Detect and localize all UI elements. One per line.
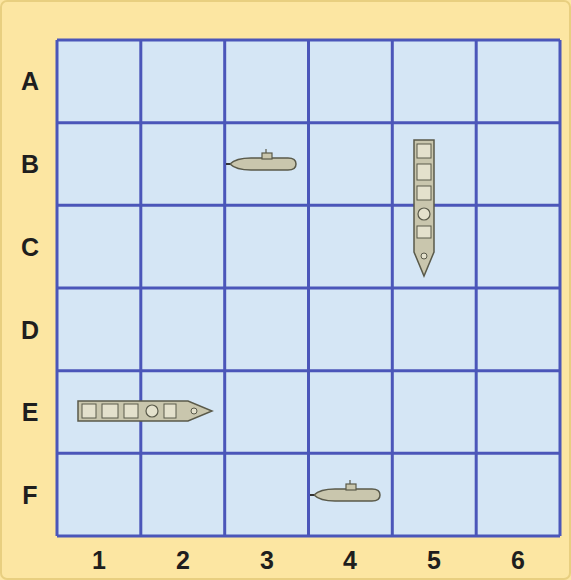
destroyer-icon — [78, 401, 212, 421]
column-label: 1 — [92, 548, 106, 573]
water — [57, 40, 560, 536]
row-label: B — [21, 152, 39, 177]
row-label: F — [22, 483, 37, 508]
column-label: 2 — [176, 548, 190, 573]
column-label: 6 — [511, 548, 525, 573]
row-label: A — [21, 69, 39, 94]
row-label: C — [21, 235, 39, 260]
grid — [57, 40, 560, 536]
column-label: 3 — [260, 548, 274, 573]
row-label: D — [21, 318, 39, 343]
destroyer-icon — [414, 140, 434, 276]
submarine-icon — [310, 480, 380, 501]
row-label: E — [22, 400, 39, 425]
column-label: 5 — [427, 548, 441, 573]
column-label: 4 — [343, 548, 357, 573]
submarine-icon — [226, 149, 296, 170]
